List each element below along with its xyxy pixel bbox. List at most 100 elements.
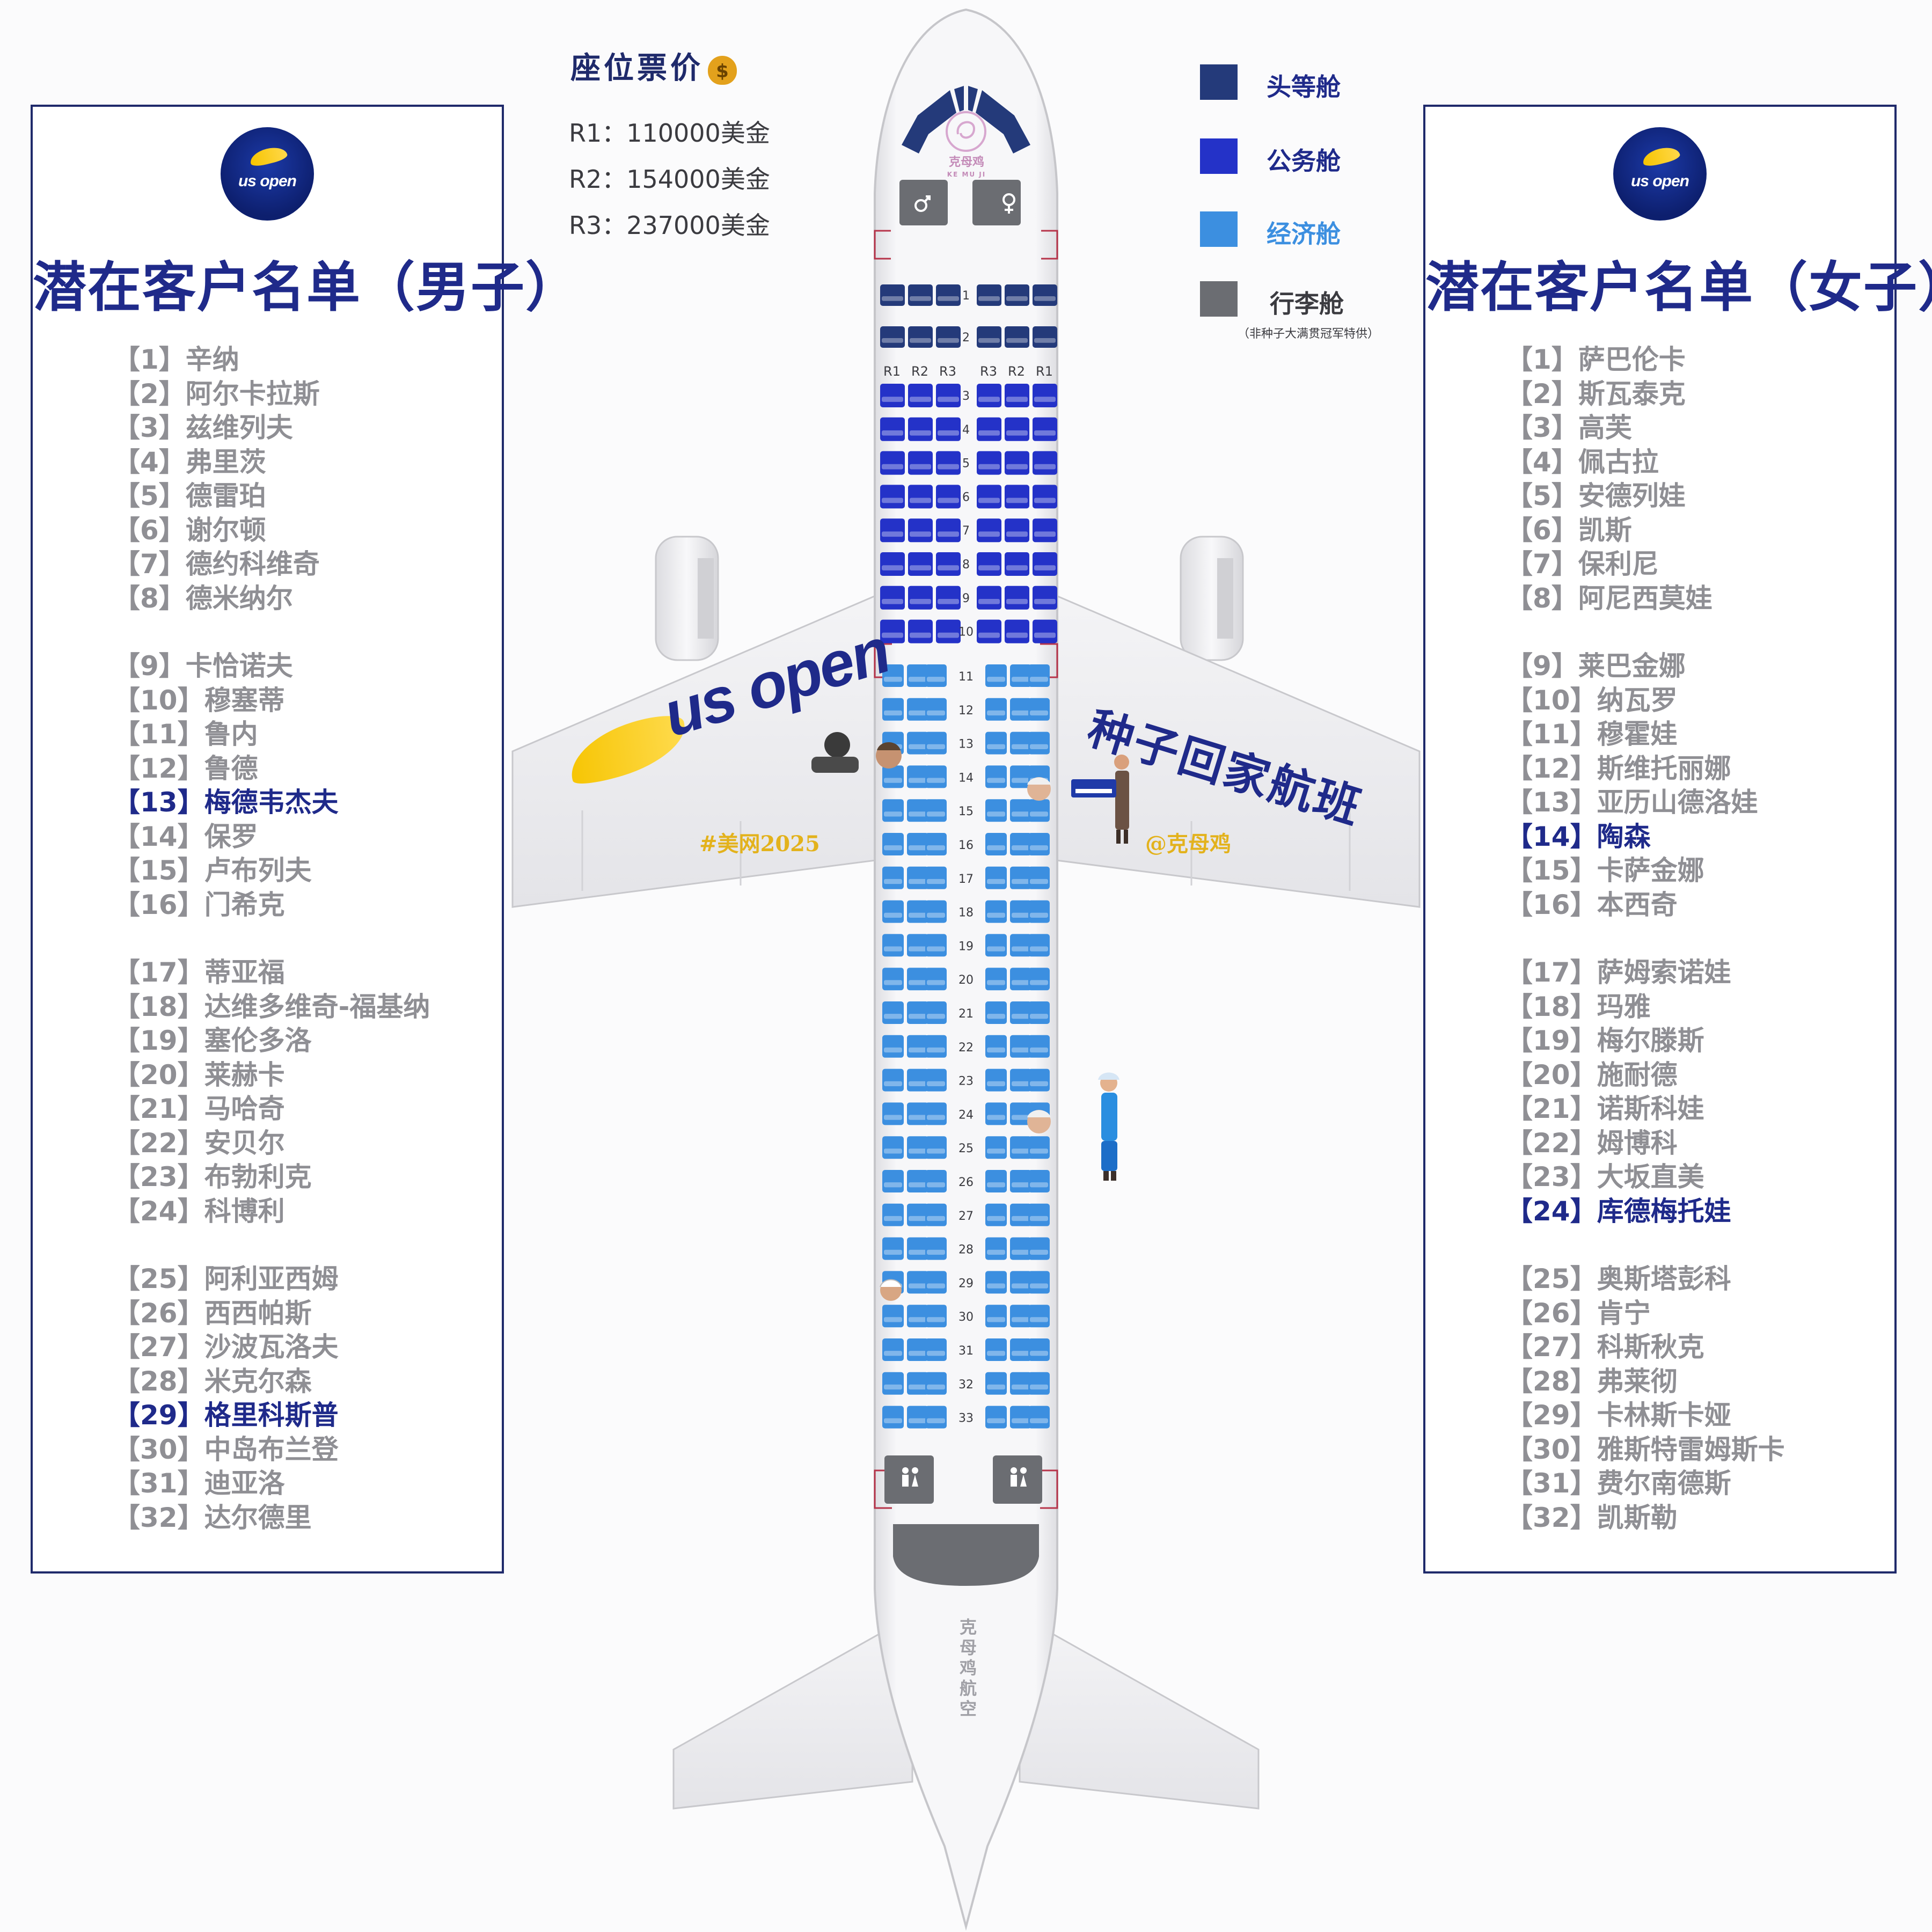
- seat-economy-class[interactable]: [907, 765, 928, 788]
- seat-economy-class[interactable]: [925, 1271, 947, 1294]
- seat-economy-class[interactable]: [985, 900, 1007, 923]
- seat-economy-class[interactable]: [985, 968, 1007, 991]
- seat-economy-class[interactable]: [882, 1338, 904, 1361]
- seat-economy-class[interactable]: [1010, 968, 1031, 991]
- seat-economy-class[interactable]: [985, 731, 1007, 755]
- seat-economy-class[interactable]: [925, 1203, 947, 1226]
- seat-economy-class[interactable]: [1010, 1170, 1031, 1192]
- seat-economy-class[interactable]: [1010, 1102, 1031, 1125]
- seat-economy-class[interactable]: [882, 1069, 904, 1092]
- seat-economy-class[interactable]: [882, 698, 904, 721]
- seat-business-class[interactable]: [1033, 619, 1057, 643]
- seat-economy-class[interactable]: [925, 1136, 947, 1159]
- seat-economy-class[interactable]: [1028, 698, 1050, 721]
- seat-business-class[interactable]: [1005, 586, 1029, 610]
- seat-economy-class[interactable]: [925, 1305, 947, 1328]
- seat-business-class[interactable]: [977, 451, 1001, 475]
- seat-economy-class[interactable]: [985, 1035, 1007, 1058]
- seat-business-class[interactable]: [908, 384, 933, 407]
- seat-business-class[interactable]: [908, 485, 933, 509]
- seat-economy-class[interactable]: [985, 1271, 1007, 1294]
- seat-economy-class[interactable]: [882, 934, 904, 957]
- seat-business-class[interactable]: [1033, 518, 1057, 543]
- seat-economy-class[interactable]: [1010, 698, 1031, 721]
- seat-economy-class[interactable]: [907, 833, 928, 855]
- seat-economy-class[interactable]: [907, 866, 928, 889]
- seat-economy-class[interactable]: [907, 664, 928, 687]
- seat-business-class[interactable]: [936, 586, 961, 610]
- seat-economy-class[interactable]: [985, 1170, 1007, 1192]
- seat-economy-class[interactable]: [925, 866, 947, 889]
- seat-economy-class[interactable]: [925, 934, 947, 957]
- seat-economy-class[interactable]: [1010, 1338, 1031, 1361]
- seat-economy-class[interactable]: [1028, 934, 1050, 957]
- seat-economy-class[interactable]: [1010, 900, 1031, 923]
- seat-business-class[interactable]: [977, 518, 1001, 543]
- seat-business-class[interactable]: [977, 485, 1001, 509]
- seat-economy-class[interactable]: [925, 833, 947, 855]
- seat-economy-class[interactable]: [907, 698, 928, 721]
- seat-economy-class[interactable]: [1028, 900, 1050, 923]
- seat-business-class[interactable]: [977, 417, 1001, 441]
- seat-business-class[interactable]: [1033, 384, 1057, 407]
- seat-business-class[interactable]: [880, 518, 905, 543]
- seat-economy-class[interactable]: [1010, 1305, 1031, 1328]
- seat-economy-class[interactable]: [882, 1170, 904, 1192]
- seat-business-class[interactable]: [936, 619, 961, 643]
- seat-economy-class[interactable]: [925, 900, 947, 923]
- seat-economy-class[interactable]: [882, 1035, 904, 1058]
- seat-economy-class[interactable]: [907, 1372, 928, 1395]
- seat-economy-class[interactable]: [882, 765, 904, 788]
- seat-economy-class[interactable]: [1010, 765, 1031, 788]
- seat-economy-class[interactable]: [985, 1102, 1007, 1125]
- seat-business-class[interactable]: [880, 552, 905, 576]
- seat-economy-class[interactable]: [882, 1305, 904, 1328]
- seat-economy-class[interactable]: [925, 1406, 947, 1429]
- seat-business-class[interactable]: [1033, 485, 1057, 509]
- seat-economy-class[interactable]: [1010, 731, 1031, 755]
- seat-business-class[interactable]: [1033, 586, 1057, 610]
- seat-business-class[interactable]: [880, 586, 905, 610]
- seat-business-class[interactable]: [936, 518, 961, 543]
- seat-business-class[interactable]: [880, 485, 905, 509]
- seat-economy-class[interactable]: [882, 1406, 904, 1429]
- seat-economy-class[interactable]: [925, 1102, 947, 1125]
- seat-business-class[interactable]: [936, 417, 961, 441]
- seat-first-class[interactable]: [977, 326, 1001, 348]
- seat-economy-class[interactable]: [907, 1069, 928, 1092]
- seat-economy-class[interactable]: [882, 1136, 904, 1159]
- seat-economy-class[interactable]: [925, 731, 947, 755]
- lavatory-rear-right[interactable]: [993, 1455, 1042, 1504]
- seat-economy-class[interactable]: [907, 1001, 928, 1024]
- seat-business-class[interactable]: [936, 451, 961, 475]
- seat-economy-class[interactable]: [1010, 866, 1031, 889]
- seat-first-class[interactable]: [880, 284, 905, 306]
- seat-economy-class[interactable]: [1028, 1069, 1050, 1092]
- seat-economy-class[interactable]: [907, 1406, 928, 1429]
- seat-economy-class[interactable]: [1010, 664, 1031, 687]
- seat-economy-class[interactable]: [925, 1170, 947, 1192]
- seat-first-class[interactable]: [1005, 284, 1029, 306]
- seat-business-class[interactable]: [1005, 552, 1029, 576]
- seat-business-class[interactable]: [908, 518, 933, 543]
- seat-economy-class[interactable]: [907, 934, 928, 957]
- seat-economy-class[interactable]: [985, 1069, 1007, 1092]
- seat-economy-class[interactable]: [882, 968, 904, 991]
- seat-economy-class[interactable]: [925, 1035, 947, 1058]
- seat-business-class[interactable]: [1005, 619, 1029, 643]
- seat-economy-class[interactable]: [907, 1170, 928, 1192]
- seat-economy-class[interactable]: [985, 765, 1007, 788]
- seat-business-class[interactable]: [880, 417, 905, 441]
- seat-economy-class[interactable]: [985, 1237, 1007, 1260]
- seat-economy-class[interactable]: [985, 1406, 1007, 1429]
- seat-business-class[interactable]: [1005, 384, 1029, 407]
- seat-economy-class[interactable]: [1028, 866, 1050, 889]
- seat-economy-class[interactable]: [1028, 968, 1050, 991]
- seat-economy-class[interactable]: [1028, 1170, 1050, 1192]
- seat-first-class[interactable]: [1033, 326, 1057, 348]
- seat-business-class[interactable]: [936, 552, 961, 576]
- seat-first-class[interactable]: [936, 284, 961, 306]
- seat-economy-class[interactable]: [925, 968, 947, 991]
- seat-economy-class[interactable]: [907, 1035, 928, 1058]
- seat-economy-class[interactable]: [985, 934, 1007, 957]
